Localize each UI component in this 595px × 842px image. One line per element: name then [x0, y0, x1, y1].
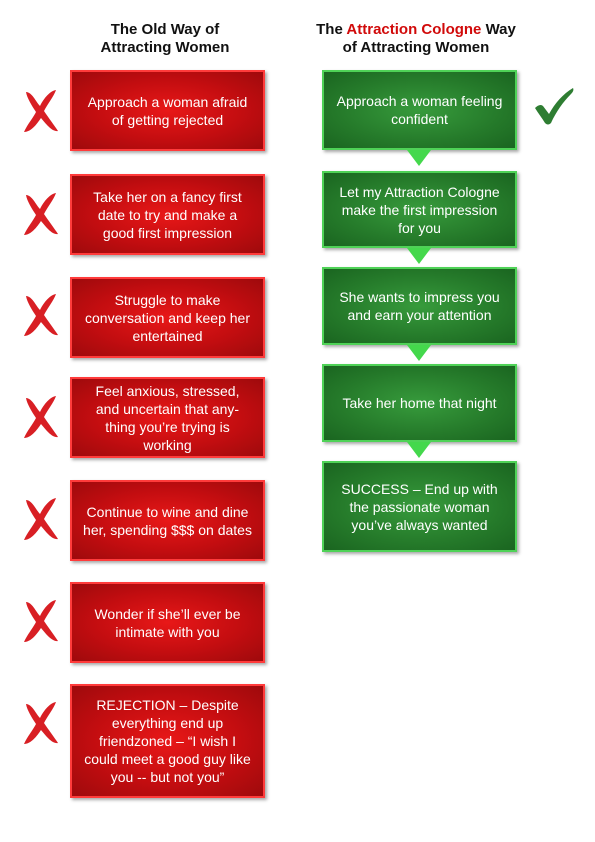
brand-name: Attraction Cologne: [346, 21, 482, 38]
down-arrow-icon: [407, 150, 431, 166]
x-mark-icon: [24, 600, 58, 642]
new-way-heading-line2: of Attracting Women: [342, 39, 490, 56]
old-way-heading-line2: Attracting Women: [100, 39, 230, 56]
x-mark-icon: [24, 294, 58, 336]
new-way-heading-prefix: The: [316, 21, 347, 38]
x-mark-icon: [24, 90, 58, 132]
new-way-heading: The Attraction Cologne Way of Attracting…: [296, 21, 536, 57]
old-way-heading: The Old Way of Attracting Women: [60, 21, 270, 57]
x-mark-icon: [24, 193, 58, 235]
x-mark-icon: [24, 702, 58, 744]
new-way-heading-suffix: Way: [481, 21, 516, 38]
x-mark-icon: [24, 498, 58, 540]
x-mark-icon: [24, 396, 58, 438]
down-arrow-icon: [407, 345, 431, 361]
old-way-heading-line1: The Old Way of: [110, 21, 220, 38]
down-arrow-icon: [407, 248, 431, 264]
old-way-step-5: Continue to wine and dine her, spending …: [70, 480, 265, 561]
new-way-step-3: She wants to impress you and earn your a…: [322, 267, 517, 345]
old-way-step-3: Struggle to make conversation and keep h…: [70, 277, 265, 358]
old-way-step-7: REJECTION – Despite everything end up fr…: [70, 684, 265, 798]
old-way-step-4: Feel anxious, stressed, and uncertain th…: [70, 377, 265, 458]
check-mark-icon: [535, 88, 574, 125]
new-way-step-1: Approach a woman feeling confident: [322, 70, 517, 150]
old-way-step-2: Take her on a fancy first date to try an…: [70, 174, 265, 255]
new-way-step-5: SUCCESS – End up with the passionate wom…: [322, 461, 517, 552]
new-way-step-4: Take her home that night: [322, 364, 517, 442]
new-way-heading-line1: The Attraction Cologne Way: [296, 21, 536, 39]
old-way-step-1: Approach a woman afraid of getting rejec…: [70, 70, 265, 151]
new-way-step-2: Let my Attraction Cologne make the first…: [322, 171, 517, 248]
old-way-step-6: Wonder if she’ll ever be intimate with y…: [70, 582, 265, 663]
down-arrow-icon: [407, 442, 431, 458]
